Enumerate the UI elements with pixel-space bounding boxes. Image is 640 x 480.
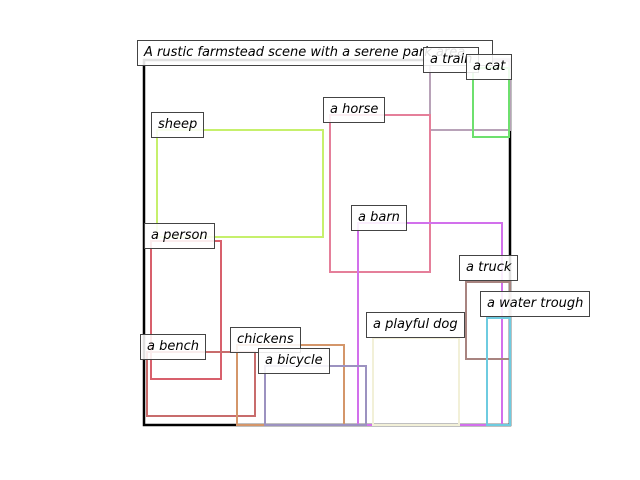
label-sheep: sheep bbox=[151, 112, 205, 138]
bbox-a-water-trough bbox=[486, 317, 511, 426]
bbox-a-playful-dog bbox=[372, 337, 460, 426]
label-a-water-trough: a water trough bbox=[480, 291, 591, 317]
label-a-playful-dog: a playful dog bbox=[366, 312, 465, 338]
label-a-truck: a truck bbox=[459, 255, 519, 281]
bbox-sheep bbox=[156, 129, 324, 238]
label-a-cat: a cat bbox=[466, 54, 513, 80]
label-a-bicycle: a bicycle bbox=[258, 348, 330, 374]
bbox-a-bench bbox=[146, 351, 256, 417]
label-a-bench: a bench bbox=[140, 334, 206, 360]
label-a-person: a person bbox=[144, 223, 215, 249]
label-a-barn: a barn bbox=[351, 205, 407, 231]
bbox-a-horse bbox=[329, 114, 431, 273]
label-a-horse: a horse bbox=[323, 97, 386, 123]
bbox-a-bicycle bbox=[264, 365, 367, 426]
